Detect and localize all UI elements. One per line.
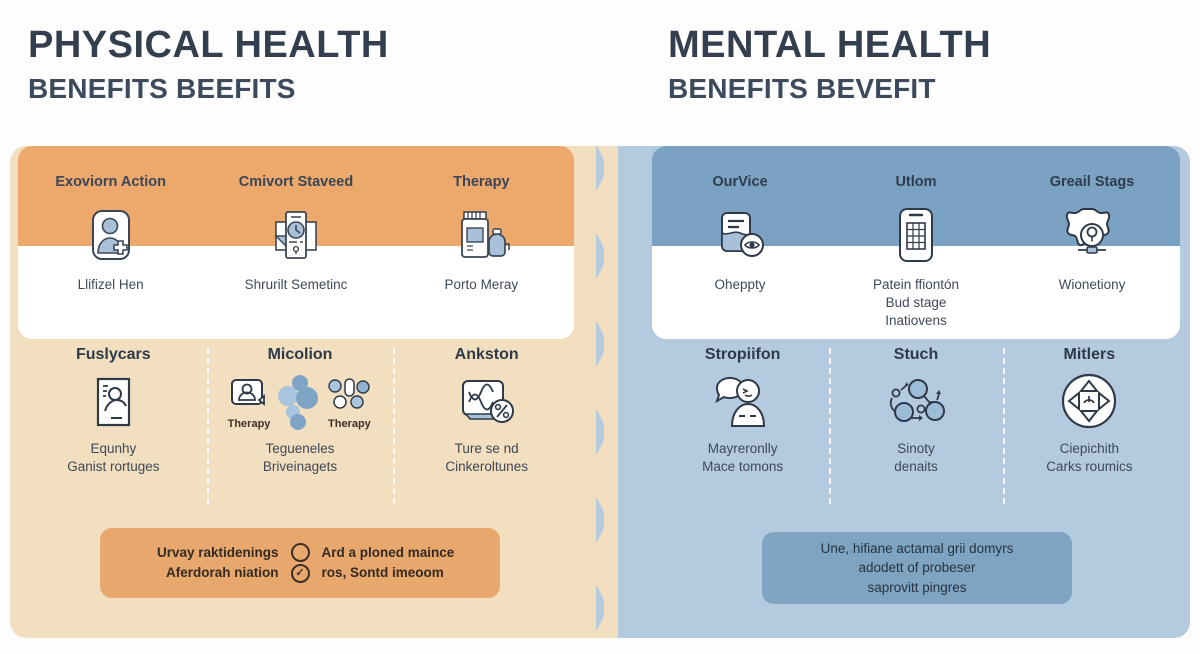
- cell-title: Greail Stags: [1049, 174, 1135, 190]
- lightbulb-gear-icon: [1064, 204, 1120, 266]
- mental-mid-row: Stropiifon Mayreronll: [656, 346, 1176, 506]
- icon-mini-label: Therapy: [328, 418, 371, 430]
- cell-title: Ankston: [454, 346, 519, 363]
- video-call-person-icon: [229, 378, 269, 417]
- molecule-cluster-icon: [274, 374, 322, 430]
- physical-callout-row-0: Urvay raktidenings Ard a ploned maince: [118, 543, 482, 563]
- cell-title: Fuslycars: [75, 346, 151, 363]
- mental-health-title-block: MENTAL HEALTH BENEFITS BEVEFIT: [668, 24, 992, 104]
- callout-right-text: Ard a ploned maince: [321, 544, 455, 560]
- callout-right-text: ros, Sontd imeoom: [321, 565, 444, 580]
- mental-top-card: OurVice Oheppty: [652, 146, 1180, 339]
- physical-health-title: PHYSICAL HEALTH: [28, 24, 389, 66]
- medicine-bottle-icon: [451, 204, 511, 266]
- person-with-medical-cross-icon: [85, 204, 137, 266]
- physical-top-cell-0[interactable]: Exoviorn Action Llifizel Hen: [18, 146, 203, 339]
- mental-top-cell-0[interactable]: OurVice Oheppty: [652, 146, 828, 339]
- icon-mini-label: Therapy: [227, 418, 271, 430]
- mental-mid-cell-0[interactable]: Stropiifon Mayreronll: [656, 346, 829, 506]
- mental-health-title: MENTAL HEALTH: [668, 24, 992, 66]
- mental-mid-cell-1[interactable]: Stuch: [829, 346, 1002, 506]
- cell-title: Utlom: [895, 174, 937, 190]
- cell-title: Stuch: [893, 346, 939, 363]
- physical-mid-cell-2[interactable]: Ankston: [393, 346, 580, 506]
- cell-subtitle: Llifizel Hen: [77, 277, 144, 292]
- mental-health-subtitle: BENEFITS BEVEFIT: [668, 72, 936, 104]
- cell-title: Exoviorn Action: [55, 174, 166, 190]
- cell-title: Mitlers: [1063, 346, 1116, 363]
- cell-title: OurVice: [712, 174, 768, 190]
- physical-top-cell-1[interactable]: Cmivort Staveed: [203, 146, 388, 339]
- cell-subtitle: Oheppty: [714, 277, 766, 292]
- cell-title: Therapy: [453, 174, 510, 190]
- mental-top-cell-2[interactable]: Greail Stags Wionetiony: [1004, 146, 1180, 339]
- document-clock-report-icon: [267, 204, 325, 266]
- clipboard-person-icon: [88, 376, 138, 430]
- cell-subtitle: Wionetiony: [1058, 277, 1126, 292]
- chart-percent-icon: [458, 376, 516, 430]
- cell-title: Micolion: [267, 346, 333, 363]
- physical-health-panel: Exoviorn Action Llifizel Hen Cmivort Sta…: [10, 146, 606, 638]
- cell-title: Cmivort Staveed: [238, 174, 354, 190]
- cell-subtitle: Porto Meray: [444, 277, 519, 292]
- physical-health-title-block: PHYSICAL HEALTH BENEFITS BEEFITS: [28, 24, 389, 104]
- cup-water-eye-icon: [712, 204, 768, 266]
- physical-top-cell-2[interactable]: Therapy: [389, 146, 574, 339]
- circle-check-icon: ✓: [290, 563, 310, 583]
- circle-empty-icon: [290, 543, 310, 563]
- mental-health-panel: OurVice Oheppty: [596, 146, 1190, 638]
- four-direction-arrows-circle-icon: [1060, 372, 1118, 430]
- physical-top-card: Exoviorn Action Llifizel Hen Cmivort Sta…: [18, 146, 574, 339]
- cell-subtitle: Shrurilt Semetinc: [244, 277, 348, 292]
- physical-callout-row-1: Aferdorah niation ✓ ros, Sontd imeoom: [118, 563, 482, 583]
- calculator-grid-icon: [894, 204, 938, 266]
- physical-mid-cell-1[interactable]: Micolion Therapy: [206, 346, 394, 506]
- physical-health-subtitle: BENEFITS BEEFITS: [28, 72, 296, 104]
- pill-cluster-icon: [326, 378, 372, 417]
- person-speech-bubble-icon: [712, 374, 774, 430]
- cell-title: Stropiifon: [704, 346, 781, 363]
- callout-left-text: Aferdorah niation: [165, 565, 279, 580]
- callout-left-text: Urvay raktidenings: [156, 544, 279, 560]
- physical-callout-box: Urvay raktidenings Ard a ploned maince A…: [100, 528, 500, 598]
- network-nodes-arrows-icon: [884, 376, 948, 430]
